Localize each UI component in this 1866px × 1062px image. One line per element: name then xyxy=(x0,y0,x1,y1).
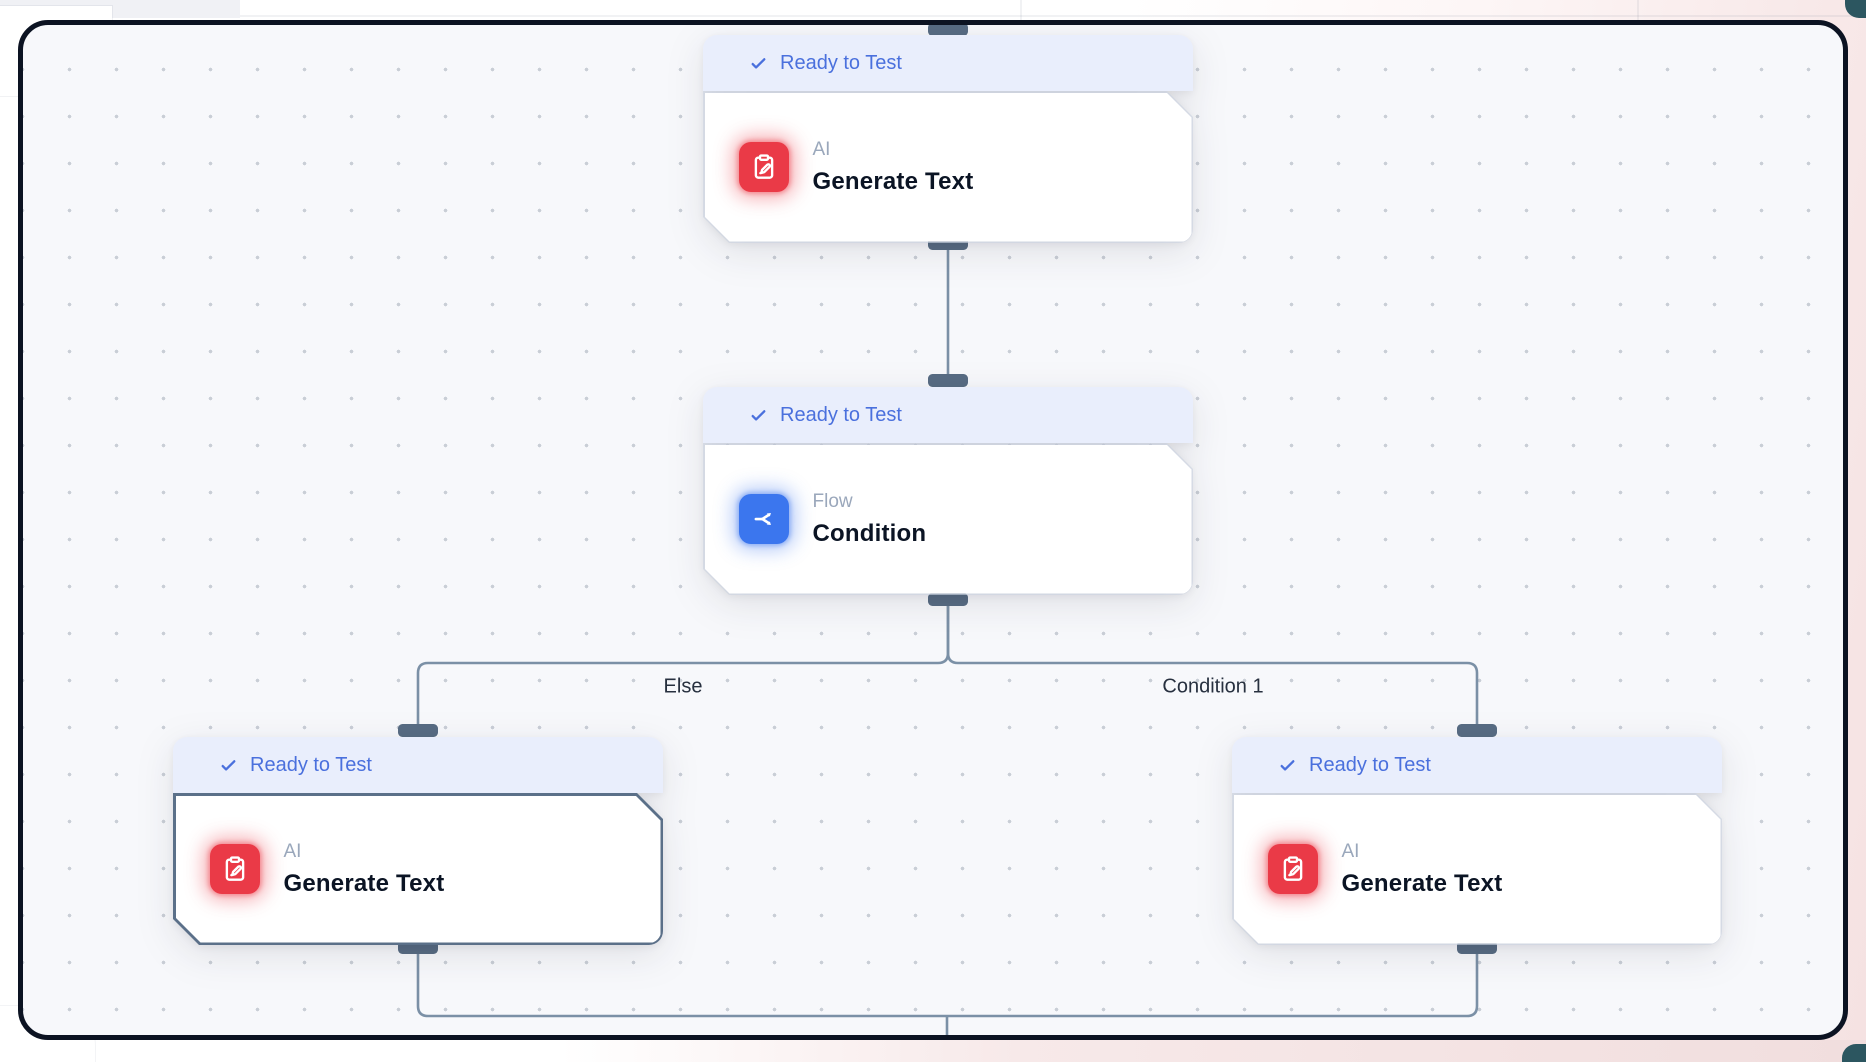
background-panel-corner xyxy=(1845,0,1866,18)
node-condition[interactable]: Ready to Test Flow Condition xyxy=(703,387,1193,595)
node-body: Flow Condition xyxy=(703,443,1193,595)
edge-label-condition-1: Condition 1 xyxy=(1162,675,1264,698)
node-category: AI xyxy=(812,138,831,160)
edge-condition-else[interactable] xyxy=(416,595,950,726)
edge-merge-left[interactable] xyxy=(416,945,947,1018)
clipboard-pen-icon xyxy=(739,142,789,192)
status-text: Ready to Test xyxy=(780,403,902,426)
edge-merge-right[interactable] xyxy=(947,945,1479,1018)
background-pink-strip xyxy=(559,1040,1866,1062)
status-text: Ready to Test xyxy=(780,51,902,74)
background-grid-line xyxy=(0,15,1866,17)
node-handle[interactable] xyxy=(928,374,968,387)
node-generate-text-top[interactable]: Ready to Test AI Generate Text xyxy=(703,35,1193,243)
status-badge: Ready to Test xyxy=(1232,737,1722,793)
node-title: Generate Text xyxy=(283,869,445,897)
check-icon xyxy=(1278,756,1297,775)
node-generate-text-else[interactable]: Ready to Test AI Generate Text xyxy=(173,737,663,945)
node-body: AI Generate Text xyxy=(1232,793,1722,945)
status-text: Ready to Test xyxy=(250,753,372,776)
clipboard-pen-icon xyxy=(210,844,260,894)
node-handle[interactable] xyxy=(398,724,438,737)
node-category: Flow xyxy=(812,490,853,512)
flow-canvas[interactable]: Else Condition 1 Ready to Test xyxy=(18,20,1848,1040)
node-handle[interactable] xyxy=(1457,724,1497,737)
split-branch-icon xyxy=(739,494,789,544)
check-icon xyxy=(749,54,768,73)
node-handle[interactable] xyxy=(928,593,968,606)
node-category: AI xyxy=(1341,840,1360,862)
node-title: Condition xyxy=(812,519,927,547)
node-generate-text-condition-1[interactable]: Ready to Test AI Generate Text xyxy=(1232,737,1722,945)
node-body: AI Generate Text xyxy=(173,793,663,945)
check-icon xyxy=(749,406,768,425)
status-text: Ready to Test xyxy=(1309,753,1431,776)
node-handle[interactable] xyxy=(928,25,968,36)
check-icon xyxy=(219,756,238,775)
status-badge: Ready to Test xyxy=(173,737,663,793)
edge-condition-branch1[interactable] xyxy=(946,595,1479,726)
clipboard-pen-icon xyxy=(1268,844,1318,894)
status-badge: Ready to Test xyxy=(703,35,1193,91)
node-title: Generate Text xyxy=(1341,869,1503,897)
background-panel-corner xyxy=(1842,1044,1866,1062)
node-title: Generate Text xyxy=(812,167,974,195)
status-badge: Ready to Test xyxy=(703,387,1193,443)
edge-label-else: Else xyxy=(663,675,703,698)
node-body: AI Generate Text xyxy=(703,91,1193,243)
node-category: AI xyxy=(283,840,302,862)
